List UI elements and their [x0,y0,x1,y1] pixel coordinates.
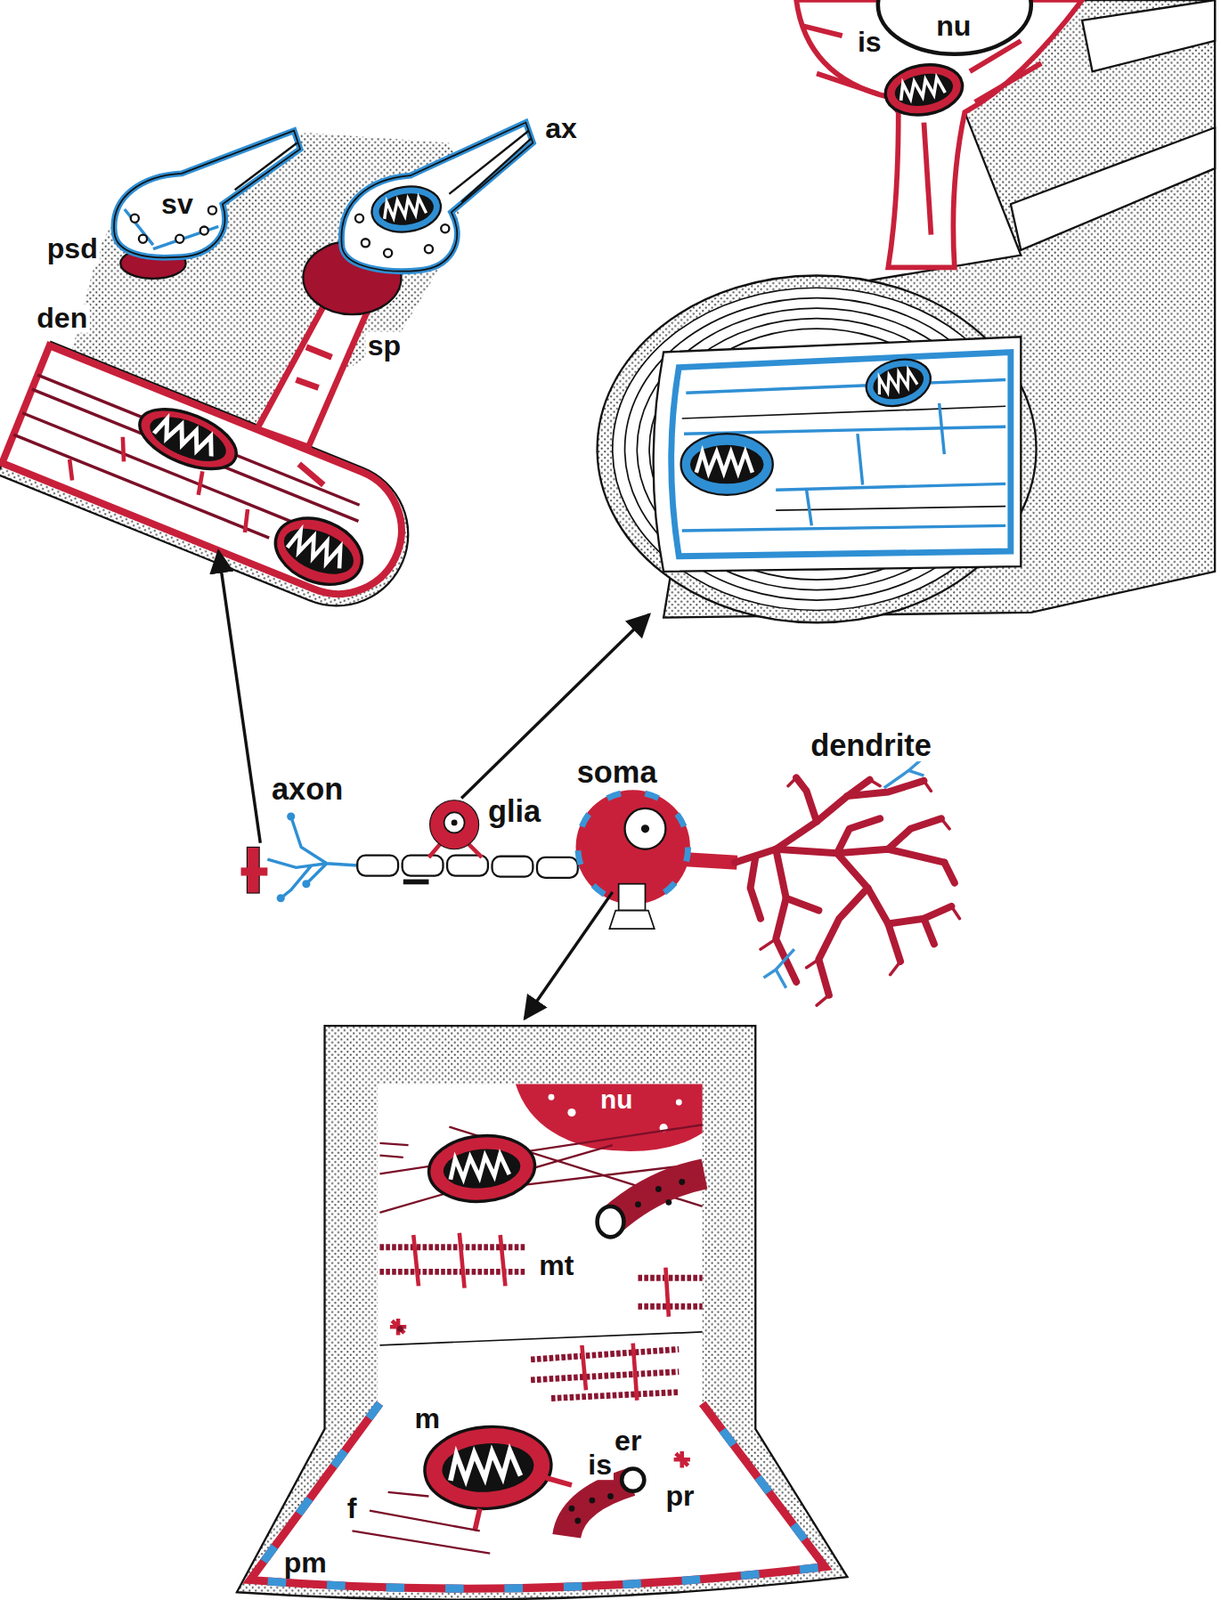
part-label: ax [543,113,579,143]
neuron-figure [241,757,961,1007]
part-label: is [855,28,884,57]
part-label: m [412,1404,442,1433]
part-label: pr [663,1481,697,1511]
part-label: is [586,1451,614,1481]
part-label: psd [44,235,100,264]
part-label: sp [365,332,403,361]
soma-panel [236,1025,847,1600]
part-label: nu [934,12,974,41]
part-label: pm [281,1549,329,1579]
part-label: nu [598,1086,635,1114]
part-label: soma [574,757,659,789]
part-label: glia [486,796,544,827]
part-label: den [34,304,90,334]
part-label: dendrite [808,731,934,762]
part-label: axon [269,773,346,805]
myelin-panel [597,0,1216,623]
part-label: sv [159,189,196,219]
part-label: mt [537,1251,577,1280]
part-label: f [344,1494,359,1523]
synapse-panel [0,122,533,628]
part-label: er [612,1427,644,1457]
